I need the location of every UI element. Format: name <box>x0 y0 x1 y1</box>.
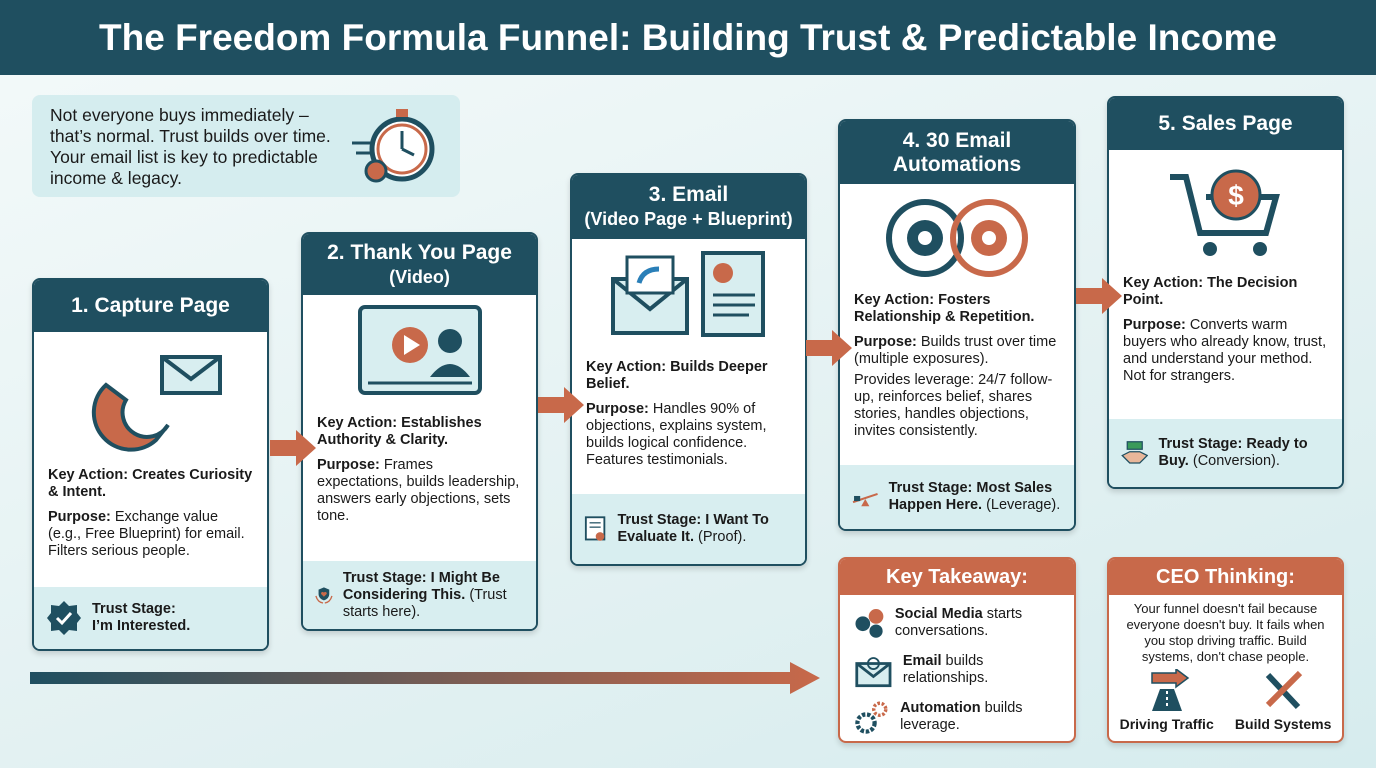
check-badge-icon <box>47 601 81 635</box>
wrench-screwdriver-icon <box>1265 670 1303 710</box>
trust-label: Trust Stage: <box>92 601 176 617</box>
magnet-email-icon <box>91 354 222 452</box>
handshake-money-icon <box>1121 441 1149 464</box>
trust-text: I Want To Evaluate It. <box>617 512 769 545</box>
takeaway-text: starts conversations. <box>894 605 1023 639</box>
arrow-right-icon <box>538 387 584 423</box>
intro-text: Not everyone buys immediately – that’s n… <box>50 105 331 188</box>
ceo-text: Your funnel doesn't fail because everyon… <box>1126 601 1325 664</box>
key-takeaway-box: Key Takeaway: Social Media starts conver… <box>838 557 1076 743</box>
takeaway-item: Email builds relationships. <box>840 646 1074 693</box>
progress-arrow <box>30 662 820 694</box>
step-capture-page: 1. Capture Page Key Action: Creates Curi… <box>32 278 269 651</box>
key-action: Builds Deeper Belief. <box>586 359 768 392</box>
trust-note: (Conversion). <box>1192 453 1280 469</box>
certificate-icon <box>584 516 606 541</box>
driving-traffic-label: Driving Traffic <box>1119 716 1214 732</box>
trust-stage: Trust Stage:I’m Interested. <box>34 587 267 649</box>
trust-label: Trust Stage: <box>888 480 973 496</box>
trust-stage: Trust Stage: Most Sales Happen Here. (Le… <box>840 465 1074 529</box>
social-media-icon <box>855 608 884 638</box>
trust-note: (Leverage). <box>986 497 1061 513</box>
trust-text: I Might Be Considering This. <box>342 569 500 603</box>
trust-text: Most Sales Happen Here. <box>888 480 1053 513</box>
step-title: 3. Email <box>648 183 729 206</box>
purpose-text: Frames expectations, builds leadership, … <box>317 457 520 524</box>
svg-text:$: $ <box>1228 180 1244 211</box>
arrow-right-icon <box>806 330 852 366</box>
shield-heart-hands-icon <box>315 587 333 604</box>
purpose-label: Purpose: <box>1123 317 1186 333</box>
takeaway-bold: Automation <box>900 699 981 716</box>
trust-note: (Trust starts here). <box>342 586 507 620</box>
key-action-label: Key Action: <box>48 467 129 483</box>
takeaway-item: Social Media starts conversations. <box>840 599 1074 646</box>
trust-label: Trust Stage: <box>617 512 702 528</box>
key-action: Establishes Authority & Clarity. <box>317 415 482 448</box>
video-player-icon <box>357 305 482 395</box>
takeaway-item: Automation builds leverage. <box>840 693 1074 740</box>
key-action: The Decision Point. <box>1123 275 1298 308</box>
ceo-thinking-title: CEO Thinking: <box>1109 559 1342 595</box>
step-title: 4. 30 Email Automations <box>840 121 1074 184</box>
purpose-text: Handles 90% of objections, explains syst… <box>586 401 767 468</box>
shopping-cart-dollar-icon: $ <box>1169 169 1280 256</box>
build-systems-label: Build Systems <box>1234 716 1332 732</box>
trust-stage: Trust Stage: I Might Be Considering This… <box>303 561 536 629</box>
trust-text: Ready to Buy. <box>1158 436 1308 469</box>
step-title: 2. Thank You Page <box>327 240 512 264</box>
ceo-thinking-box: CEO Thinking: Your funnel doesn't fail b… <box>1107 557 1344 743</box>
road-arrow-icon <box>1150 667 1189 711</box>
trust-label: Trust Stage: <box>1158 436 1243 452</box>
trust-stage: Trust Stage: Ready to Buy. (Conversion). <box>1109 419 1342 487</box>
build-systems: Build Systems <box>1235 669 1331 732</box>
purpose-text: Exchange value (e.g., Free Blueprint) fo… <box>48 509 245 559</box>
driving-traffic: Driving Traffic <box>1119 667 1214 732</box>
purpose-text: Builds trust over time (multiple exposur… <box>854 334 1057 367</box>
key-action-label: Key Action: <box>1123 275 1204 291</box>
takeaway-bold: Social Media <box>894 605 983 622</box>
step-sales-page: 5. Sales Page $ Key Action: The Decision… <box>1107 96 1344 489</box>
arrow-right-icon <box>1076 278 1122 314</box>
purpose-label: Purpose: <box>48 509 111 525</box>
step-title: 5. Sales Page <box>1109 98 1342 150</box>
stopwatch-icon <box>352 109 435 183</box>
gears-icon <box>855 701 888 734</box>
step-subtitle: (Video) <box>389 266 450 287</box>
step-subtitle: (Video Page + Blueprint) <box>584 209 793 229</box>
key-takeaway-title: Key Takeaway: <box>840 559 1074 595</box>
step-thank-you-page: 2. Thank You Page(Video) Key Action: Est… <box>301 232 538 631</box>
takeaway-text: builds relationships. <box>902 652 989 686</box>
step-email-automations: 4. 30 Email Automations Key Action: Fost… <box>838 119 1076 531</box>
trust-text: I’m Interested. <box>92 618 191 634</box>
key-action-label: Key Action: <box>317 415 398 431</box>
email-blueprint-icon <box>610 251 765 337</box>
purpose-label: Purpose: <box>854 334 917 350</box>
trust-note: (Proof). <box>698 529 747 545</box>
extra-text: Provides leverage: 24/7 follow-up, reinf… <box>854 372 1053 439</box>
step-title: 1. Capture Page <box>34 280 267 332</box>
purpose-label: Purpose: <box>317 457 380 473</box>
trust-stage: Trust Stage: I Want To Evaluate It. (Pro… <box>572 494 805 564</box>
seesaw-icon <box>852 492 878 507</box>
key-action-label: Key Action: <box>586 359 667 375</box>
trust-label: Trust Stage: <box>342 569 427 586</box>
purpose-label: Purpose: <box>586 401 649 417</box>
step-email: 3. Email (Video Page + Blueprint) Key Act… <box>570 173 807 566</box>
key-action-label: Key Action: <box>854 292 935 308</box>
automation-gears-icon <box>886 199 1028 277</box>
page-title: The Freedom Formula Funnel: Building Tru… <box>0 0 1376 75</box>
key-action: Fosters Relationship & Repetition. <box>854 292 1035 325</box>
email-icon <box>855 656 892 687</box>
purpose-text: Converts warm buyers who already know, t… <box>1123 317 1327 384</box>
takeaway-text: builds leverage. <box>900 699 1023 733</box>
arrow-right-icon <box>270 430 316 466</box>
key-action: Creates Curiosity & Intent. <box>48 467 253 500</box>
takeaway-bold: Email <box>902 652 942 669</box>
intro-box: Not everyone buys immediately – that’s n… <box>32 95 460 197</box>
